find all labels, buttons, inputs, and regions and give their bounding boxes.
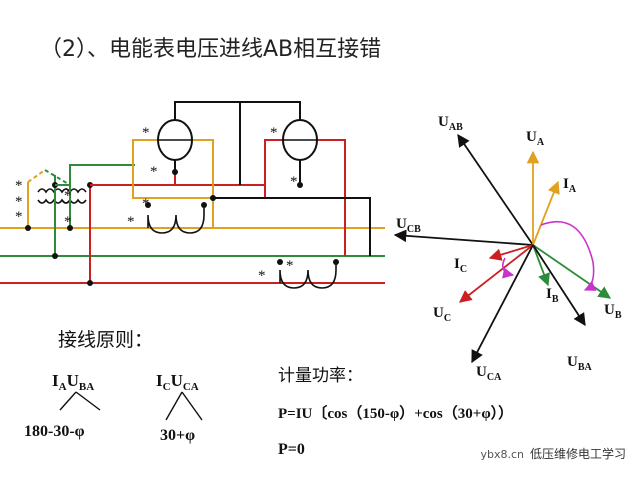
polarity-mark: * <box>286 258 294 274</box>
pair-c-angle: 30+φ <box>160 427 195 444</box>
pair-c-label: ICUCA <box>156 371 199 393</box>
meter-element-1 <box>132 119 214 234</box>
label-ib: IB <box>546 286 559 305</box>
polarity-mark: * <box>64 188 72 204</box>
meter-element-2 <box>264 119 346 289</box>
phasor-ic <box>488 244 534 261</box>
polarity-mark: * <box>15 178 23 194</box>
label-uba: UBA <box>567 354 593 373</box>
polarity-mark: * <box>15 209 23 225</box>
polarity-mark: * <box>270 125 278 141</box>
label-ucb: UCB <box>396 216 421 235</box>
phasor-ib <box>532 244 550 287</box>
watermark: ybx8.cn 低压维修电工学习 <box>480 445 626 462</box>
polarity-mark: * <box>150 164 158 180</box>
phasor-ia <box>532 180 560 246</box>
angle-arc-c <box>502 257 515 279</box>
polarity-mark: * <box>142 125 150 141</box>
power-formula: P=IU〔cos（150-φ）+cos（30+φ）） <box>278 404 513 422</box>
phasor-uc <box>459 244 534 303</box>
label-uc: UC <box>433 305 451 324</box>
wiring-principle-heading: 接线原则： <box>58 329 153 351</box>
label-ua: UA <box>526 129 545 148</box>
polarity-mark: * <box>15 194 23 210</box>
wiring-diagram: * * * * * * * * * * * * * <box>0 101 385 289</box>
phasor-labels: UAB UA IA UCB IC UC IB UB UCA UBA <box>396 114 622 383</box>
label-uca: UCA <box>476 364 502 383</box>
pair-a-label: IAUBA <box>52 371 94 393</box>
voltage-transformer <box>25 169 93 286</box>
polarity-mark: * <box>127 214 135 230</box>
polarity-mark: * <box>64 214 72 230</box>
pair-c: ICUCA 30+φ <box>156 371 203 444</box>
pair-a-angle: 180-30-φ <box>24 423 85 440</box>
power-heading: 计量功率： <box>278 366 363 386</box>
phasor-uab <box>457 133 534 246</box>
pair-a: IAUBA 180-30-φ <box>24 371 101 440</box>
phasor-diagram: UAB UA IA UCB IC UC IB UB UCA UBA <box>393 114 622 383</box>
phasor-ucb <box>393 229 534 246</box>
label-ic: IC <box>454 256 467 275</box>
power-result: P=0 <box>278 441 305 458</box>
phasor-ub <box>532 244 612 299</box>
phasor-uba <box>532 244 586 327</box>
watermark-badge: ybx8.cn <box>480 448 524 461</box>
polarity-mark: * <box>258 268 266 284</box>
phasor-uca <box>471 244 534 364</box>
polarity-mark: * <box>290 174 298 190</box>
polarity-mark: * <box>142 196 150 212</box>
page-title: （2）、电能表电压进线AB相互接错 <box>40 37 381 62</box>
watermark-text: 低压维修电工学习 <box>529 447 626 461</box>
label-ia: IA <box>563 176 577 195</box>
angle-arc-a <box>540 220 597 291</box>
label-ub: UB <box>604 302 622 321</box>
label-uab: UAB <box>438 114 463 133</box>
